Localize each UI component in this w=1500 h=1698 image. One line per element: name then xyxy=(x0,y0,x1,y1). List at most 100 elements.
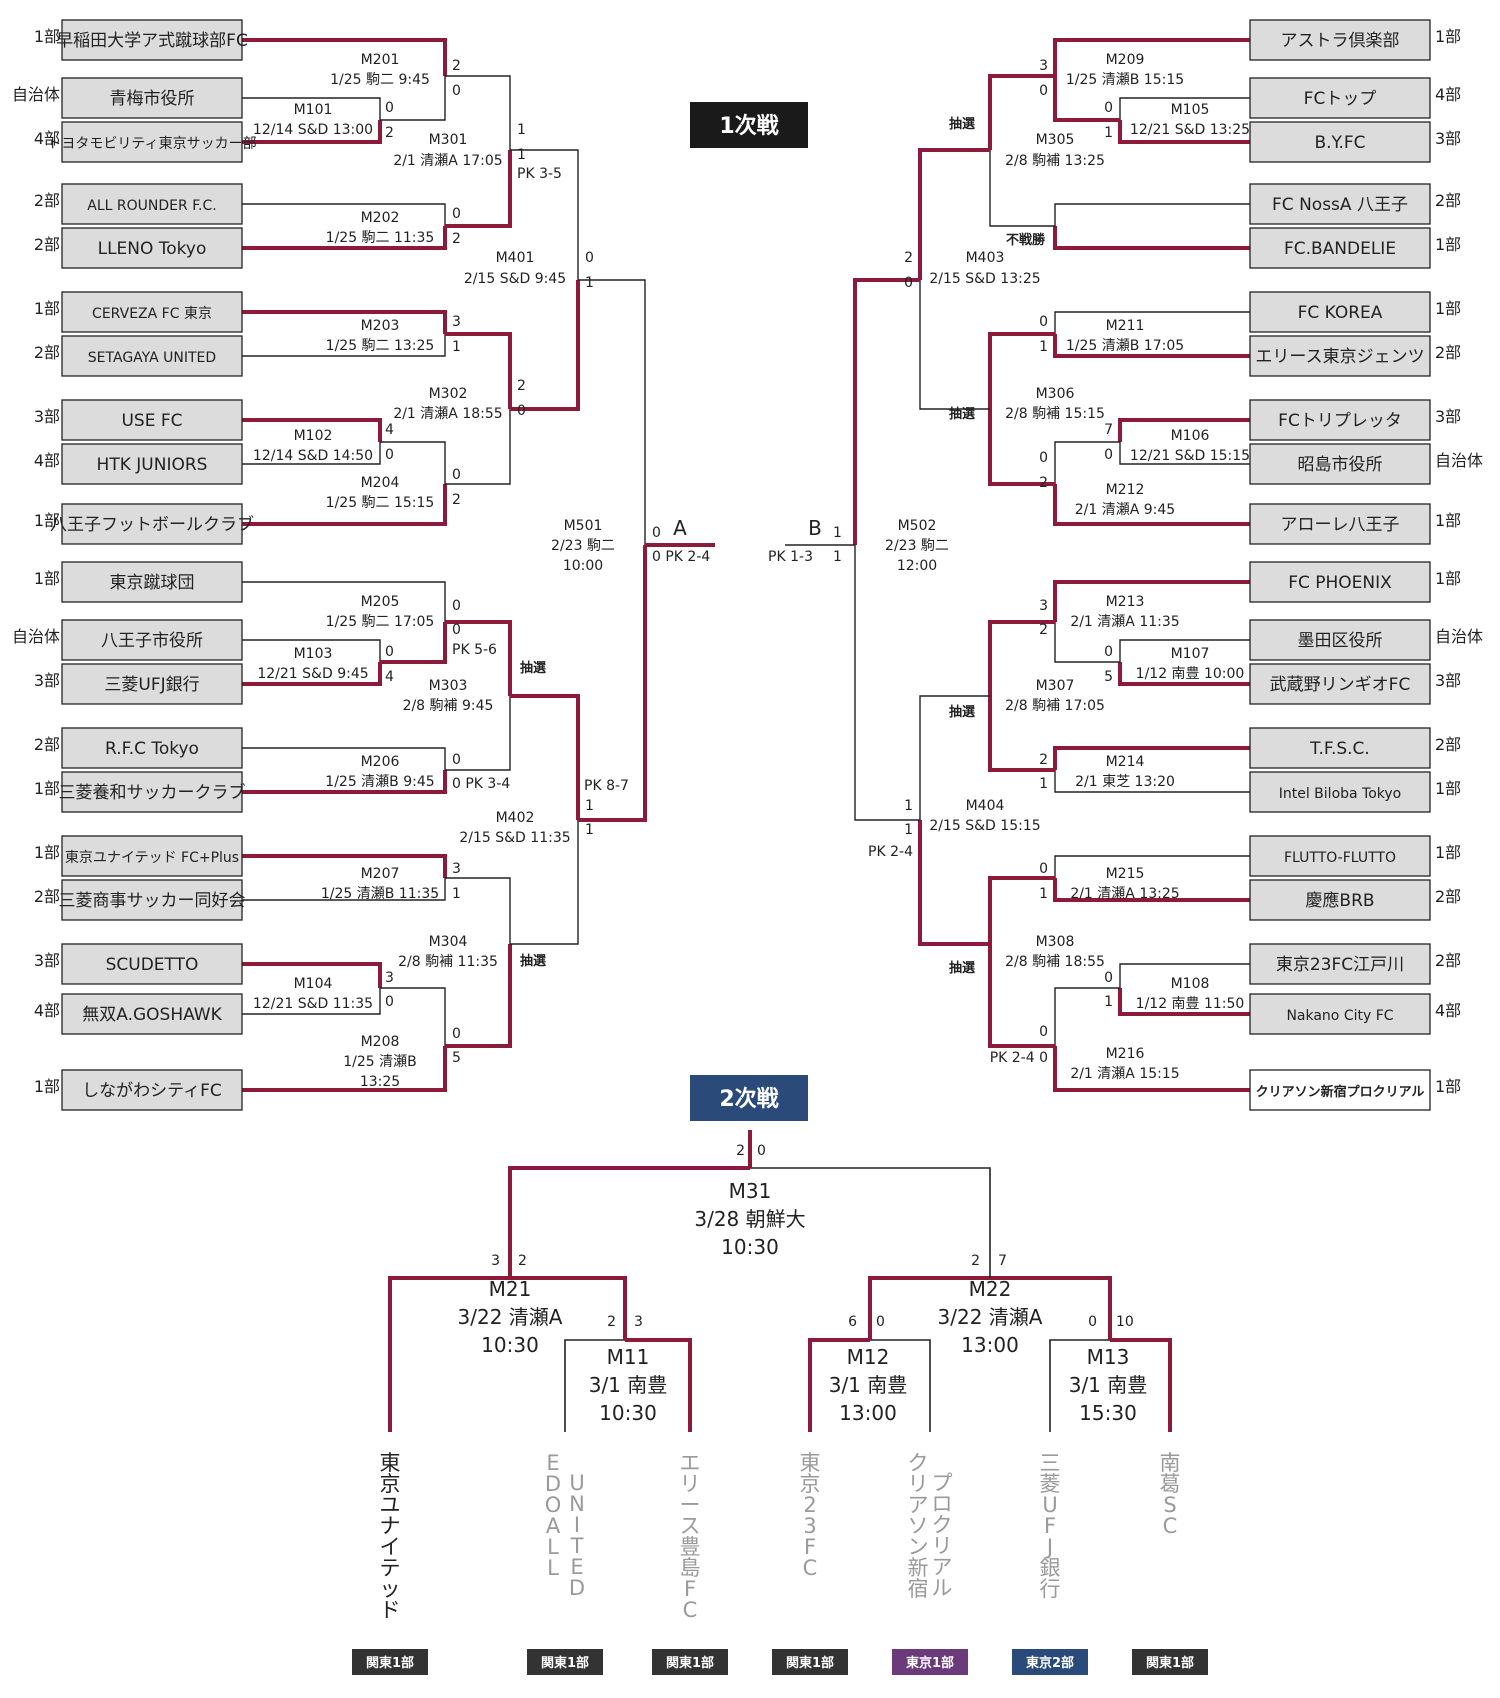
match-when: 1/25 駒二 15:15 xyxy=(326,495,435,511)
line-m214-top xyxy=(1053,746,1250,770)
team-name: 東京蹴球団 xyxy=(110,573,195,593)
match-when: 1/25 清瀬B 9:45 xyxy=(325,774,434,790)
team-name: 青梅市役所 xyxy=(110,89,195,109)
match-when: 1/25 清瀬B 15:15 xyxy=(1066,72,1184,88)
line-m307-top xyxy=(988,620,1055,696)
match-score: 4 xyxy=(385,422,394,438)
match-id: M103 xyxy=(294,646,333,662)
match-id: M402 xyxy=(496,810,535,826)
team-box xyxy=(1249,727,1431,769)
finalist-name-char: 2 xyxy=(803,1493,816,1517)
stage1-title-text: 1次戦 xyxy=(719,113,779,139)
match-id: M403 xyxy=(966,250,1005,266)
line-m208-top xyxy=(380,987,446,1046)
line-m22-left xyxy=(868,1276,990,1340)
finalist-name-char: ク xyxy=(908,1451,929,1475)
line-m203-top xyxy=(242,310,447,334)
match-score: 3 xyxy=(491,1253,500,1269)
match-id: M204 xyxy=(361,475,400,491)
league-badge xyxy=(772,1649,848,1675)
line-m104-bottom xyxy=(242,988,381,1015)
pk-score: PK 1-3 xyxy=(768,549,813,565)
line-m304-top xyxy=(445,877,511,944)
match-id: M104 xyxy=(294,976,333,992)
league-badge-text: 関東1部 xyxy=(366,1655,414,1671)
finalist-name-char: ナ xyxy=(380,1514,401,1538)
line-m13-left xyxy=(1049,1339,1110,1432)
match-time: 13:00 xyxy=(839,1401,897,1425)
match-score: 0 xyxy=(1104,644,1113,660)
match-score: 0 xyxy=(652,525,661,541)
team-name: 早稲田大学ア式蹴球部FC xyxy=(56,31,248,51)
team-box xyxy=(1249,183,1431,225)
team-box xyxy=(1249,835,1431,877)
match-score: 2 xyxy=(452,58,461,74)
match-when: 2/23 駒二 xyxy=(885,538,949,554)
team-box xyxy=(1249,993,1431,1035)
line-m216-bottom xyxy=(1053,1046,1250,1092)
line-m201-bottom xyxy=(380,76,446,121)
line-m305-bottom xyxy=(989,150,1055,227)
match-id: M501 xyxy=(564,518,603,534)
match-id: M502 xyxy=(898,518,937,534)
match-time: 10:00 xyxy=(563,558,603,574)
team-name: FC KOREA xyxy=(1298,303,1383,323)
league-badge-text: 関東1部 xyxy=(666,1655,714,1671)
line-m402-top xyxy=(510,694,580,820)
match-score: 1 xyxy=(1039,886,1048,902)
finalist-name-char: E xyxy=(570,1555,583,1579)
match-when: 2/8 駒補 13:25 xyxy=(1005,153,1105,169)
team-box xyxy=(61,19,243,61)
finalist-name-char: 京 xyxy=(800,1472,821,1496)
line-m209-bottom xyxy=(1053,76,1120,122)
line-m21-left xyxy=(388,1276,510,1432)
league-badge xyxy=(1132,1649,1208,1675)
team-box xyxy=(1249,663,1431,705)
league-badge xyxy=(652,1649,728,1675)
division-label: 3部 xyxy=(34,407,60,426)
match-when: 3/22 清瀬A xyxy=(938,1305,1043,1329)
team-name: HTK JUNIORS xyxy=(97,455,208,475)
match-time: 13:00 xyxy=(961,1333,1019,1357)
division-label: 1部 xyxy=(1435,299,1461,318)
line-m404-top xyxy=(919,695,990,820)
match-score: 0 xyxy=(1039,1024,1048,1040)
finalist-name-char: F xyxy=(684,1577,696,1601)
team-name: ALL ROUNDER F.C. xyxy=(87,198,216,214)
finalist-name-char: リ xyxy=(680,1472,701,1496)
finalist-name-char: イ xyxy=(380,1535,401,1559)
match-score: 2 xyxy=(1039,752,1048,768)
team-name: FCトップ xyxy=(1304,89,1377,109)
team-box xyxy=(61,561,243,603)
finalist-name-char: ー xyxy=(680,1493,701,1517)
team-box xyxy=(1249,1069,1431,1111)
line-m301-bottom xyxy=(445,150,512,228)
match-when: 1/25 駒二 9:45 xyxy=(330,72,430,88)
finalist-name-char: 豊 xyxy=(680,1535,701,1559)
division-label: 1部 xyxy=(34,1077,60,1096)
match-score: 0 xyxy=(1088,1314,1097,1330)
line-m213-bottom xyxy=(1054,622,1120,663)
stage1-title: 1次戦 xyxy=(690,102,808,148)
team-name: 東京ユナイテッド FC+Plus xyxy=(65,850,239,866)
match-score: 0 xyxy=(452,598,461,614)
division-label: 1部 xyxy=(34,511,60,530)
division-label: 4部 xyxy=(1435,85,1461,104)
team-box xyxy=(1249,619,1431,661)
match-when: 2/15 S&D 11:35 xyxy=(459,830,570,846)
match-score: 5 xyxy=(452,1050,461,1066)
division-label: 4部 xyxy=(34,129,60,148)
match-when: 3/1 南豊 xyxy=(829,1373,908,1397)
league-badge-text: 関東1部 xyxy=(786,1655,834,1671)
match-when: 1/25 駒二 17:05 xyxy=(326,614,435,630)
match-score: 1 xyxy=(517,122,526,138)
line-m12-right xyxy=(870,1339,931,1432)
match-when: 2/8 駒補 15:15 xyxy=(1005,406,1105,422)
team-name: アストラ倶楽部 xyxy=(1281,31,1400,51)
finalist-name-char: プ xyxy=(932,1471,953,1495)
match-when: 1/25 駒二 11:35 xyxy=(326,230,435,246)
match-id: M12 xyxy=(847,1345,890,1369)
line-m105-bottom xyxy=(1118,120,1250,144)
